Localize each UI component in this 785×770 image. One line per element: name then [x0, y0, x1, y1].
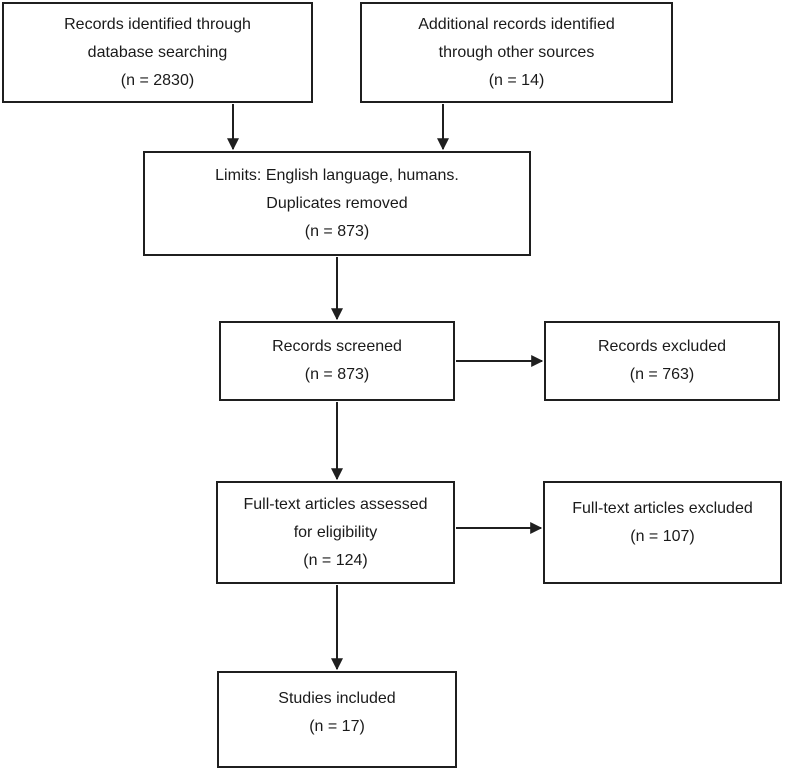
text-line: Limits: English language, humans.: [215, 166, 459, 184]
node-count: (n = 2830): [120, 71, 195, 89]
node-count: (n = 17): [309, 718, 365, 735]
node-count: (n = 873): [304, 222, 370, 240]
node-count: (n = 873): [304, 366, 370, 383]
node-count: (n = 107): [630, 528, 695, 545]
text-line: Records excluded: [597, 338, 727, 355]
text-line: Full-text articles assessed: [243, 495, 428, 513]
node-records-screened: Records screened (n = 873): [219, 321, 455, 401]
text-line: Records screened: [272, 338, 402, 355]
text-line: for eligibility: [293, 523, 378, 541]
text-line: Studies included: [278, 690, 396, 707]
node-count: (n = 14): [488, 71, 545, 89]
text-line: through other sources: [438, 43, 595, 61]
text-line: Records identified through: [64, 15, 251, 33]
node-studies-included: Studies included (n = 17): [217, 671, 457, 768]
node-count: (n = 763): [629, 366, 695, 383]
text-line: Additional records identified: [418, 15, 615, 33]
node-count: (n = 124): [303, 551, 368, 569]
text-line: database searching: [87, 43, 228, 61]
text-line: Duplicates removed: [266, 194, 408, 212]
text-line: Full-text articles excluded: [572, 500, 753, 517]
node-fulltext-excluded: Full-text articles excluded (n = 107): [543, 481, 782, 584]
node-limits: Limits: English language, humans. Duplic…: [143, 151, 531, 256]
node-records-identified: Records identified through database sear…: [2, 2, 313, 103]
node-additional-records: Additional records identified through ot…: [360, 2, 673, 103]
node-fulltext-assessed: Full-text articles assessed for eligibil…: [216, 481, 455, 584]
node-records-excluded: Records excluded (n = 763): [544, 321, 780, 401]
